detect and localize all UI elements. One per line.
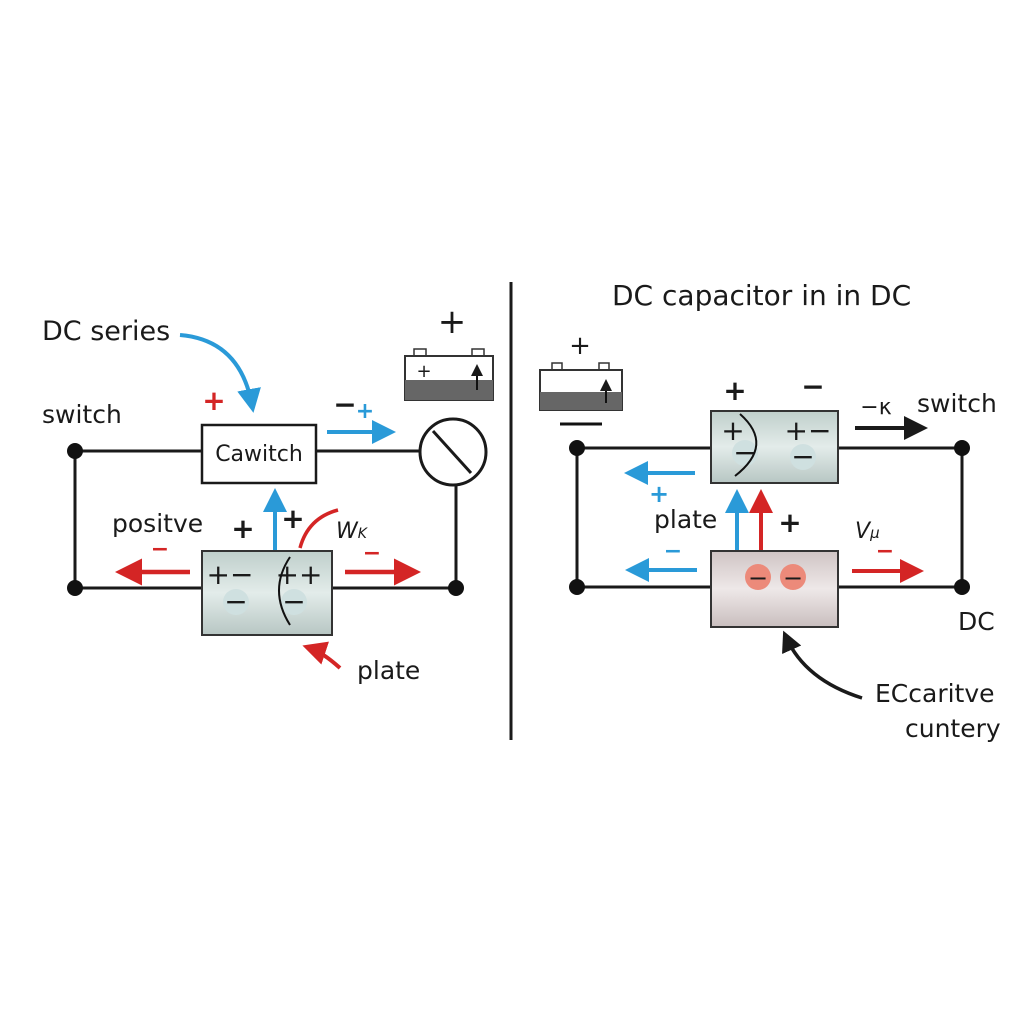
label-plate: plate xyxy=(357,656,420,685)
junction-dot xyxy=(954,579,970,595)
minus-sign: − xyxy=(333,388,356,421)
cap-minus: − xyxy=(748,564,768,592)
minus-sign: − xyxy=(801,370,824,403)
capacitor-left: +− ++ − − xyxy=(201,550,333,636)
label-positive: positve xyxy=(112,509,203,538)
black-pointer-arrow xyxy=(782,630,863,700)
label-kappa: −κ xyxy=(860,395,891,420)
capacitor-top: + − +− − xyxy=(710,410,839,484)
label-dc: DC xyxy=(958,607,995,636)
red-arc xyxy=(298,508,339,549)
label-switch: switch xyxy=(917,389,997,418)
cap-minus: − xyxy=(783,564,803,592)
left-circuit: Cawitch + + DC series + switch − + + + W… xyxy=(42,302,494,685)
junction-dot xyxy=(954,440,970,456)
plus-sign: + xyxy=(723,374,746,407)
plus-sign: + xyxy=(231,512,254,545)
red-minus: − xyxy=(363,541,381,566)
cap-minus: − xyxy=(791,440,814,473)
cap-minus: − xyxy=(733,436,756,469)
label-callout-line2: cuntery xyxy=(905,714,1001,743)
junction-dot xyxy=(67,443,83,459)
label-plate: plate xyxy=(654,505,717,534)
junction-dot xyxy=(569,579,585,595)
blue-plus: + xyxy=(356,399,374,424)
switch-box-label: Cawitch xyxy=(215,442,303,467)
cap-minus: − xyxy=(282,585,305,618)
label-w: WK xyxy=(336,519,369,544)
label-dc-series: DC series xyxy=(42,316,170,347)
battery-top-plus: + xyxy=(438,302,467,342)
red-plus: + xyxy=(202,384,225,417)
battery-top-plus: + xyxy=(569,331,591,361)
right-circuit: DC capacitor in in DC + + − −κ switch + … xyxy=(539,279,1001,743)
red-minus: − xyxy=(151,537,169,562)
cap-charge-signs: +− xyxy=(207,558,254,591)
blue-minus: − xyxy=(664,539,682,564)
battery-icon: + xyxy=(404,348,494,401)
battery-icon xyxy=(539,362,623,426)
junction-dot xyxy=(448,580,464,596)
right-title: DC capacitor in in DC xyxy=(612,279,911,312)
label-callout-line1: ECcaritve xyxy=(875,679,995,708)
cap-charge-signs: ++ xyxy=(276,558,323,591)
blue-curved-arrow xyxy=(179,333,261,413)
cap-plus: + xyxy=(721,414,744,447)
battery-plus-sign: + xyxy=(416,361,431,382)
switch-box: Cawitch xyxy=(200,423,318,485)
capacitor-bottom: − − xyxy=(710,550,839,628)
plus-sign: + xyxy=(778,506,801,539)
cap-charge-signs: +− xyxy=(785,414,832,447)
blue-plus: + xyxy=(649,480,669,508)
red-pointer-arrow xyxy=(302,641,342,670)
red-minus: − xyxy=(876,539,894,564)
cap-minus: − xyxy=(224,585,247,618)
wires xyxy=(575,446,964,589)
junction-dot xyxy=(569,440,585,456)
wires xyxy=(73,449,458,590)
label-switch: switch xyxy=(42,400,122,429)
junction-dot xyxy=(67,580,83,596)
label-v: Vμ xyxy=(855,519,880,544)
meter-icon xyxy=(418,417,488,487)
plus-sign: + xyxy=(281,502,304,535)
